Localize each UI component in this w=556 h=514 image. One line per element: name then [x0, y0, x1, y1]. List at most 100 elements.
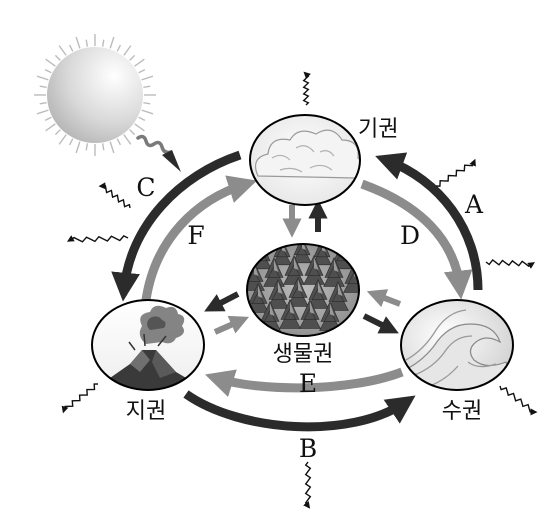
- sun-ray: [123, 134, 132, 145]
- arrow-C: [111, 150, 242, 302]
- tree-highlight: [322, 244, 326, 252]
- sun-ray: [101, 143, 105, 151]
- label-biosphere: 생물권: [273, 342, 334, 367]
- tree-highlight: [318, 281, 323, 294]
- label-arrow-B: B: [299, 434, 317, 463]
- sun-ray: [101, 39, 105, 47]
- label-geosphere: 지권: [126, 399, 166, 424]
- sun-ray: [36, 109, 49, 115]
- label-arrow-D: D: [400, 221, 420, 250]
- label-arrow-A: A: [464, 190, 484, 219]
- sun-ray: [45, 58, 56, 67]
- sun-ray: [116, 138, 122, 146]
- sun-ray: [109, 141, 115, 154]
- atmosphere-node: [249, 114, 361, 206]
- sun-ray: [68, 44, 74, 52]
- tree-highlight: [302, 244, 306, 250]
- sun-ray: [134, 123, 145, 132]
- label-arrow-E: E: [299, 369, 317, 398]
- biosphere-node: [246, 243, 360, 337]
- sun-ray: [39, 85, 47, 89]
- tree-highlight: [294, 257, 299, 270]
- tree-highlight: [338, 283, 343, 296]
- wavy-radiation-icon: [302, 71, 311, 106]
- tree-icon: [267, 278, 289, 309]
- tree-icon: [283, 254, 305, 285]
- sun-icon: [34, 34, 156, 156]
- arrow-E: [205, 367, 404, 397]
- tree-highlight: [290, 301, 295, 314]
- tree-icon: [287, 276, 309, 307]
- arrow-B: [183, 390, 416, 432]
- sun-ray: [116, 44, 122, 52]
- tree-icon: [279, 298, 301, 329]
- wave-icon: [401, 309, 513, 390]
- tree-highlight: [310, 301, 315, 314]
- tree-icon: [247, 282, 269, 313]
- sun-ray: [85, 39, 89, 47]
- sun-ray: [39, 101, 47, 105]
- sun-ray: [75, 36, 81, 49]
- sun-ray: [134, 58, 145, 67]
- label-atmosphere: 기권: [358, 117, 398, 142]
- tree-highlight: [330, 303, 335, 316]
- sun-ray: [75, 141, 81, 154]
- sun-ray: [44, 116, 52, 122]
- wavy-radiation-icon: [435, 158, 476, 187]
- sun-ray: [45, 123, 56, 132]
- solar-radiation-arrow: [136, 134, 173, 155]
- wavy-radiation-icon: [66, 235, 129, 243]
- sun-ray: [54, 129, 61, 136]
- sun-ray: [36, 75, 49, 81]
- sun-ray: [129, 54, 136, 61]
- arrow-A: [375, 152, 483, 291]
- tree-icon: [307, 278, 329, 309]
- tree-highlight: [314, 257, 319, 270]
- sun-ray: [109, 36, 115, 49]
- wavy-radiation-icon: [98, 182, 131, 209]
- tree-highlight: [282, 244, 286, 252]
- sun-ray: [85, 143, 89, 151]
- wavy-radiation-icon: [485, 259, 535, 269]
- tree-highlight: [342, 244, 346, 256]
- sun-ray: [138, 68, 146, 74]
- tree-icon: [323, 256, 345, 287]
- sun-ray: [141, 75, 154, 81]
- sun-ray: [143, 101, 151, 105]
- tree-highlight: [258, 285, 263, 298]
- label-hydrosphere: 수권: [442, 399, 482, 424]
- sun-ray: [44, 68, 52, 74]
- tree-highlight: [262, 244, 266, 256]
- tree-highlight: [334, 259, 339, 272]
- sun-ray: [138, 116, 146, 122]
- sun-ray: [123, 45, 132, 56]
- arrow-F: [141, 175, 257, 301]
- sun-ray: [129, 129, 136, 136]
- sun-ray: [58, 134, 67, 145]
- tree-icon: [263, 256, 285, 287]
- wavy-radiation-icon: [61, 383, 99, 414]
- tree-highlight: [278, 281, 283, 294]
- arrow-D: [360, 179, 473, 300]
- tree-icon: [299, 298, 321, 329]
- tree-icon: [327, 280, 349, 311]
- sun-ray: [54, 54, 61, 61]
- sun-ray: [141, 109, 154, 115]
- tree-highlight: [298, 279, 303, 292]
- tree-icon: [303, 254, 325, 285]
- sun-ray: [143, 85, 151, 89]
- hydrosphere-node: [400, 299, 514, 391]
- sun-ray: [58, 45, 67, 56]
- label-arrow-C: C: [136, 173, 155, 202]
- tree-icon: [292, 244, 312, 264]
- tree-highlight: [274, 259, 279, 272]
- cloud-icon: [255, 129, 360, 179]
- tree-highlight: [254, 263, 259, 276]
- wavy-radiation-icon: [499, 385, 538, 416]
- volcano-icon: [92, 305, 204, 390]
- tree-highlight: [270, 303, 275, 316]
- geosphere-node: [91, 299, 205, 391]
- label-arrow-F: F: [187, 221, 204, 250]
- wavy-radiation-icon: [303, 461, 312, 509]
